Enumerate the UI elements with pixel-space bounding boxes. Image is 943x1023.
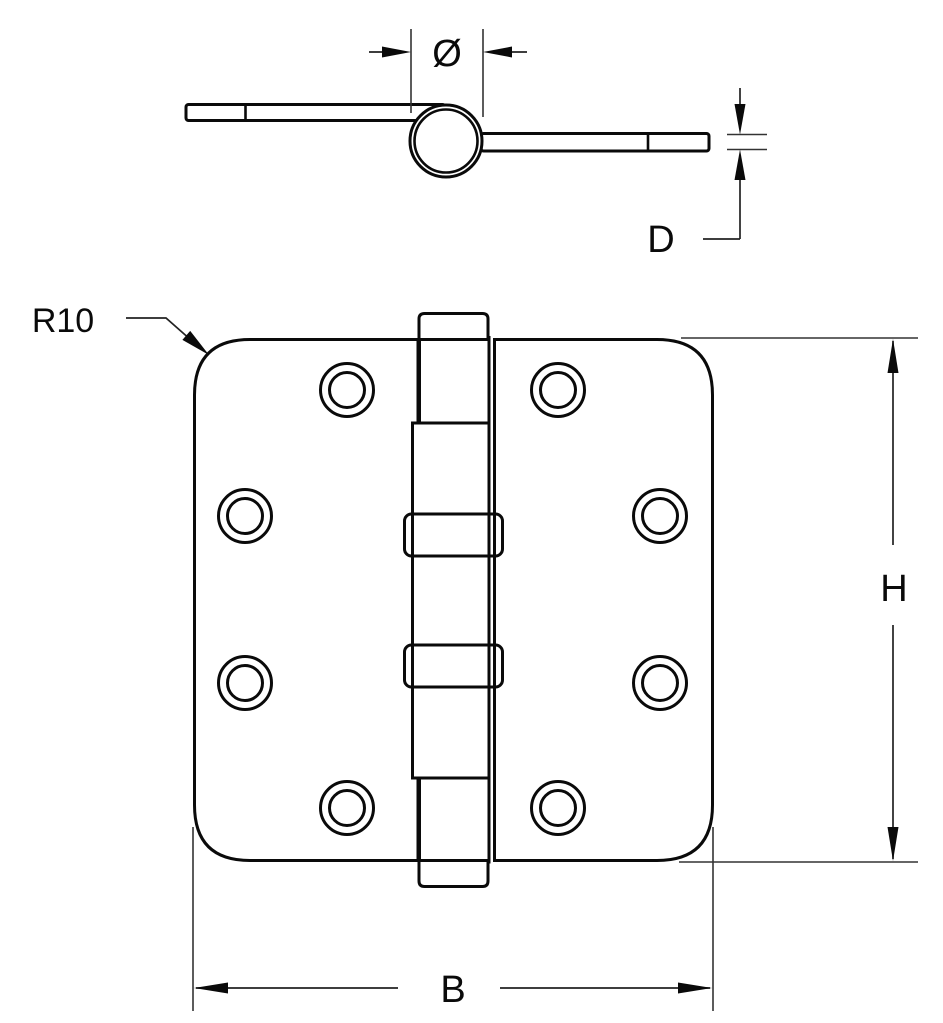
diameter-arrowhead-left: [382, 46, 411, 58]
screw-hole-inner: [328, 371, 366, 409]
screw-hole-top-right: [530, 362, 586, 418]
screw-hole-bottom-right: [530, 780, 586, 836]
dimension-width: B: [192, 827, 714, 1011]
top-view-left-leaf: [184, 103, 447, 122]
diameter-label: Ø: [432, 33, 462, 75]
diameter-arrowhead-right: [483, 46, 512, 58]
top-view-knuckle-inner-circle: [413, 108, 479, 174]
radius-arrowhead: [182, 330, 209, 355]
screw-hole-outer: [319, 780, 375, 836]
height-arrowhead-top: [887, 339, 899, 373]
top-view-knuckle-outer-circle: [408, 103, 484, 179]
screw-hole-inner: [539, 371, 577, 409]
pin-cap-bottom: [417, 859, 490, 888]
screw-hole-inner: [539, 789, 577, 827]
pin-barrel: [403, 312, 504, 888]
front-view-hinge: [193, 312, 714, 888]
radius-callout-label: R10: [32, 302, 94, 340]
screw-hole-inner: [328, 789, 366, 827]
height-arrowhead-bottom: [887, 827, 899, 861]
width-arrowhead-left: [194, 982, 228, 994]
screw-hole-outer: [217, 488, 273, 544]
height-label: H: [880, 568, 907, 610]
screw-hole-bottom-left: [319, 780, 375, 836]
dimension-pin-diameter: Ø: [369, 29, 527, 117]
thickness-arrowhead-top: [734, 104, 746, 135]
screw-hole-outer: [632, 488, 688, 544]
knuckle-middle-column: [411, 421, 491, 780]
screw-hole-outer: [217, 655, 273, 711]
screw-hole-mid-upper-left: [217, 488, 273, 544]
screw-hole-mid-lower-left: [217, 655, 273, 711]
dimension-height: H: [679, 337, 918, 863]
screw-hole-outer: [530, 780, 586, 836]
screw-hole-outer: [530, 362, 586, 418]
screw-hole-inner: [226, 497, 264, 535]
pin-cap-top: [417, 312, 490, 341]
front-right-plate: [493, 338, 714, 862]
bearing-ring-lower: [403, 643, 504, 689]
screw-holes: [217, 362, 688, 836]
top-view-right-leaf: [479, 132, 711, 153]
screw-hole-inner: [641, 497, 679, 535]
callout-corner-radius: R10: [32, 302, 209, 355]
screw-hole-mid-upper-right: [632, 488, 688, 544]
width-arrowhead-right: [678, 982, 712, 994]
dimension-leaf-thickness: D: [647, 88, 767, 261]
screw-hole-top-left: [319, 362, 375, 418]
knuckle-top-segment: [418, 336, 491, 425]
bearing-ring-upper: [403, 512, 504, 558]
screw-hole-outer: [632, 655, 688, 711]
knuckle-bottom-segment: [418, 776, 491, 864]
front-left-plate: [193, 338, 420, 862]
thickness-arrowhead-bottom: [734, 149, 746, 180]
top-view-hinge-profile: [184, 103, 711, 179]
width-label: B: [440, 969, 465, 1011]
screw-hole-inner: [641, 664, 679, 702]
screw-hole-outer: [319, 362, 375, 418]
screw-hole-mid-lower-right: [632, 655, 688, 711]
screw-hole-inner: [226, 664, 264, 702]
thickness-label: D: [647, 219, 674, 261]
